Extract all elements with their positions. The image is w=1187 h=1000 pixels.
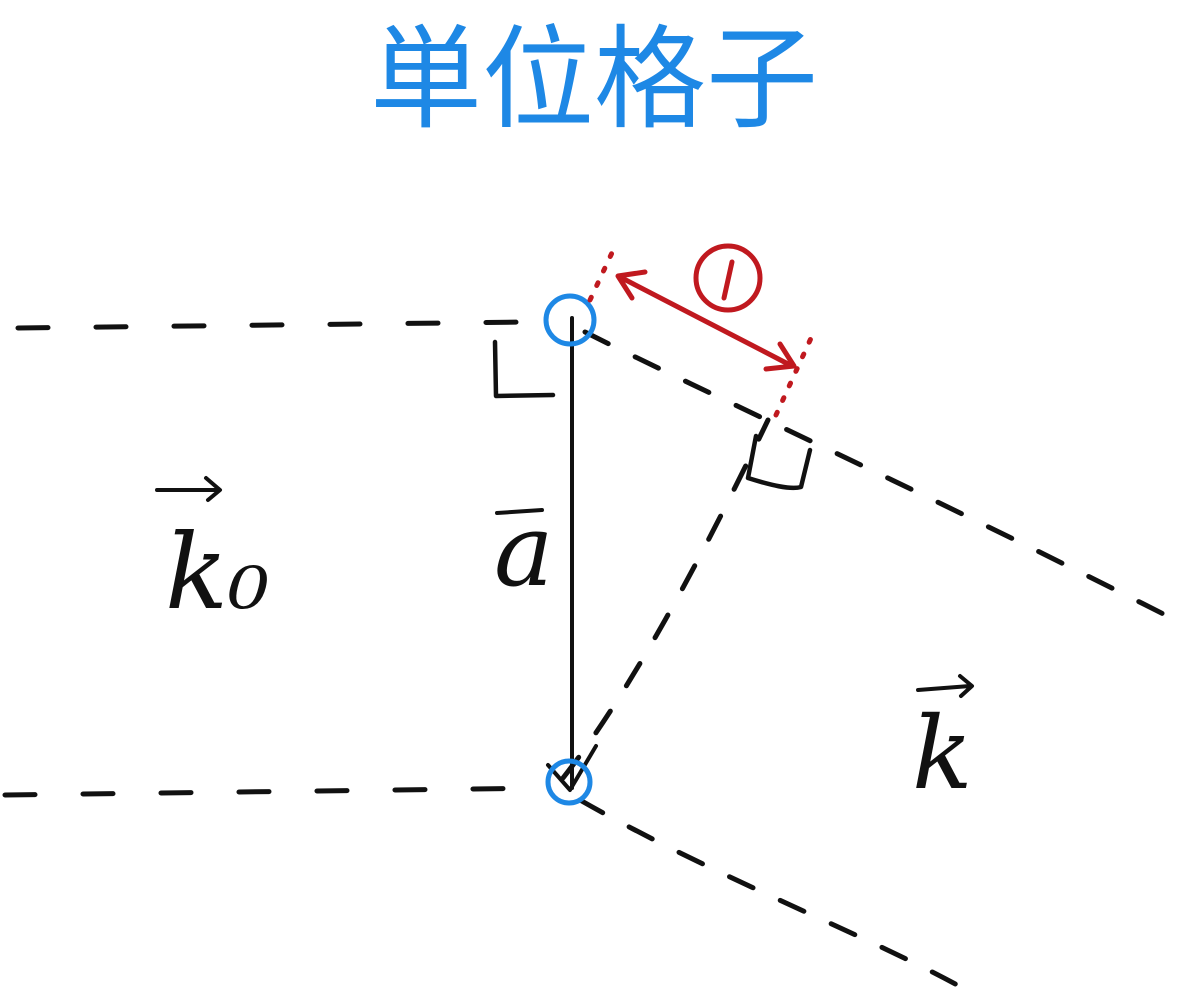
path-difference-marker-label: ① bbox=[728, 295, 729, 296]
label-k-text: k bbox=[912, 695, 973, 812]
diagram-title: 単位格子 bbox=[370, 15, 818, 145]
label-a-text: a bbox=[494, 492, 554, 609]
vector-arrow-k bbox=[916, 674, 974, 698]
path-difference-arrow bbox=[617, 274, 795, 369]
path-difference-marker: ① bbox=[693, 243, 763, 313]
label-k0-text: k₀ bbox=[165, 511, 270, 633]
path-difference-guide-right bbox=[773, 333, 815, 418]
label-lattice-vector: a bbox=[494, 492, 554, 609]
vector-arrow-a bbox=[495, 508, 544, 515]
atom-bottom bbox=[545, 758, 593, 806]
path-difference-guide-left bbox=[587, 239, 620, 303]
path-difference-arrowhead-left bbox=[615, 269, 648, 301]
incident-ray-bottom bbox=[2, 785, 551, 798]
vector-arrow-k0 bbox=[155, 476, 222, 502]
lattice-vector-a-arrowhead bbox=[546, 744, 598, 792]
atom-top bbox=[543, 293, 597, 347]
incident-ray-top bbox=[15, 319, 533, 331]
perpendicular-wavefront-line bbox=[560, 417, 771, 781]
right-angle-marker-foot bbox=[745, 433, 813, 491]
path-difference-arrowhead-right bbox=[763, 341, 797, 372]
label-scattered-wavevector: k bbox=[912, 674, 974, 812]
right-angle-marker-top bbox=[492, 339, 556, 399]
label-incident-wavevector: k₀ bbox=[155, 476, 270, 633]
scattered-ray-bottom bbox=[577, 797, 978, 998]
scattered-ray-top bbox=[582, 329, 1187, 628]
